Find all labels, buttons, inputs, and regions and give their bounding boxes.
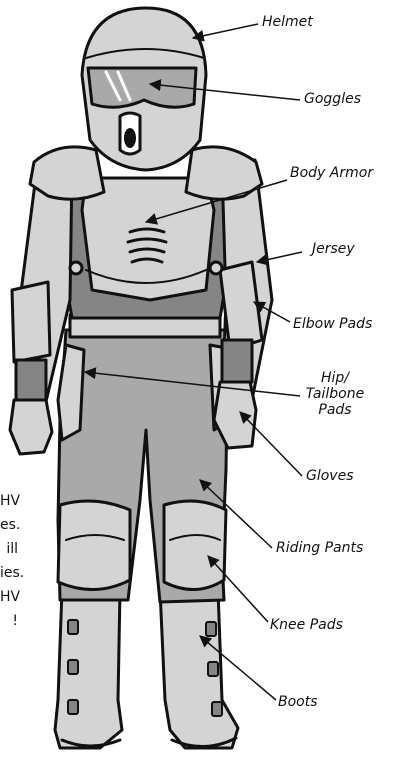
label-goggles: Goggles <box>304 91 361 107</box>
left-shoulder-pad <box>30 147 104 199</box>
label-riding-pants: Riding Pants <box>276 540 363 556</box>
label-boots: Boots <box>278 694 318 710</box>
label-hip-pads: Hip/ Tailbone Pads <box>300 370 370 418</box>
left-knee-pad <box>58 501 130 590</box>
label-jersey: Jersey <box>312 241 355 257</box>
label-hip-line3: Pads <box>300 402 370 418</box>
left-elbow-pad <box>12 282 50 362</box>
left-glove <box>10 400 52 454</box>
hip-pad <box>58 345 84 440</box>
label-helmet: Helmet <box>262 14 313 30</box>
label-gloves: Gloves <box>306 468 354 484</box>
label-hip-line2: Tailbone <box>300 386 370 402</box>
right-knee-pad <box>164 501 226 590</box>
label-knee-pads: Knee Pads <box>270 617 343 633</box>
label-elbow-pads: Elbow Pads <box>293 316 372 332</box>
label-body-armor: Body Armor <box>290 165 373 181</box>
side-note-line3: ill <box>0 537 18 561</box>
left-boot <box>55 590 122 748</box>
side-note-line6: ! <box>0 609 18 633</box>
side-note-line1: HV <box>0 489 18 513</box>
side-note-line5: HV <box>0 585 18 609</box>
side-note: HV es. ill ies. HV ! <box>0 489 18 633</box>
leader-helmet <box>193 24 258 38</box>
right-boot <box>160 590 238 748</box>
side-note-line2: es. <box>0 513 18 537</box>
side-note-line4: ies. <box>0 561 18 585</box>
label-hip-line1: Hip/ <box>300 370 370 386</box>
